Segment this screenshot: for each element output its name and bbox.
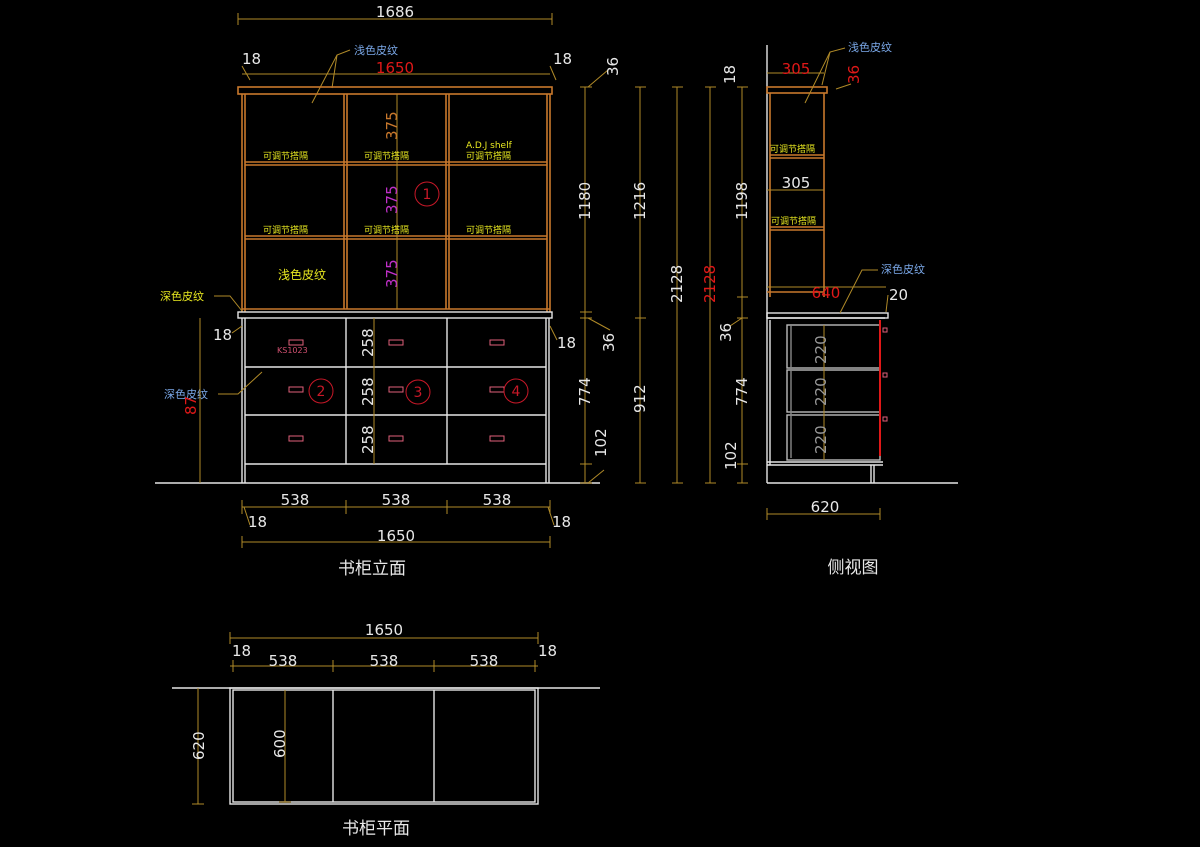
shelf-label: 可调节搭隔 — [466, 224, 511, 236]
dimension-label: 538 — [382, 491, 411, 509]
dimension-label: 1650 — [376, 59, 414, 77]
dimension-label: 774 — [733, 377, 751, 406]
dimension-label: 3 — [414, 385, 423, 401]
side-depth-dim: 620 — [766, 498, 881, 520]
dimension-label: 538 — [470, 652, 499, 670]
dimension-label: 774 — [576, 377, 594, 406]
dimension-label: 深色皮纹 — [160, 289, 204, 303]
side-view: 305 36 浅色皮纹 可调节搭隔 可调节搭隔 305 640 — [701, 40, 958, 578]
plan-view: 1650 18 18 538 538 538 620 600 书柜平面 — [172, 621, 600, 839]
dim-right-stack: 36 1180 36 774 102 1216 912 2128 — [576, 57, 686, 484]
dimension-label: 600 — [271, 729, 289, 758]
dimension-label: 620 — [190, 731, 208, 760]
marker-2: 2 — [308, 378, 334, 404]
side-drawer-height: 220 — [812, 377, 830, 406]
elevation-title: 书柜立面 — [338, 559, 406, 579]
side-view-title: 侧视图 — [828, 558, 879, 578]
drawer-height: 258 — [359, 377, 377, 406]
dimension-label: 18 — [242, 50, 261, 68]
shelf-label: 可调节搭隔 — [364, 150, 409, 162]
side-top-thick: 36 — [845, 65, 863, 84]
dimension-label: 36 — [604, 57, 622, 76]
dimension-label: 1216 — [631, 182, 649, 220]
dim-inner-width: 1650 18 18 — [241, 50, 572, 81]
dimension-label: 1 — [423, 187, 432, 203]
dimension-label: 18 — [232, 642, 251, 660]
marker-1: 1 — [414, 181, 440, 207]
side-upper — [766, 72, 828, 297]
drawer-height: 258 — [359, 425, 377, 454]
shelf-label-en: A.D.J shelf — [466, 141, 513, 151]
dimension-label: 18 — [552, 513, 571, 531]
dimension-label: 620 — [811, 498, 840, 516]
drawer-code: KS1023 — [277, 346, 308, 355]
leader-light-top: 浅色皮纹 — [311, 43, 398, 104]
dimension-label: 18 — [248, 513, 267, 531]
side-drawer-height: 220 — [812, 335, 830, 364]
dimension-label: 18 — [553, 50, 572, 68]
dimension-label: 538 — [269, 652, 298, 670]
dimension-label: 1650 — [365, 621, 403, 639]
plan-depth-dims: 620 600 — [190, 688, 291, 805]
upper-cabinet — [237, 86, 553, 312]
dimension-label: 87 — [182, 396, 200, 415]
dimension-label: 18 — [721, 65, 739, 84]
dimension-label: 4 — [512, 384, 521, 400]
marker-4: 4 — [503, 378, 529, 404]
dimension-label: 102 — [722, 441, 740, 470]
dim-left-height: 87 18 18 — [182, 318, 576, 483]
dimension-label: 18 — [538, 642, 557, 660]
dim-overall-width: 1686 — [237, 3, 553, 25]
side-left-dims: 2128 18 1198 36 774 102 — [701, 65, 751, 484]
shelf-label: 可调节搭隔 — [364, 224, 409, 236]
dimension-label: 2128 — [668, 265, 686, 303]
lower-cabinet — [155, 311, 600, 484]
dimension-label: 1180 — [576, 182, 594, 220]
elevation-view: 1686 1650 18 18 浅色皮纹 可调节搭隔 可调节搭隔 A.D.J s… — [155, 3, 686, 579]
dimension-label: 1650 — [377, 527, 415, 545]
dimension-label: 1198 — [733, 182, 751, 220]
dimension-label: 538 — [370, 652, 399, 670]
side-overhang: 20 — [889, 286, 908, 304]
shelf-label: 可调节搭隔 — [263, 224, 308, 236]
dim-bottom-widths: 538 538 538 18 18 1650 — [241, 491, 571, 548]
dimension-label: 深色皮纹 — [881, 262, 925, 276]
dimension-label: 912 — [631, 384, 649, 413]
leader-side-dark: 深色皮纹 — [839, 262, 925, 314]
plan-dims-top: 1650 18 18 538 538 538 — [229, 621, 557, 672]
dimension-label: 538 — [483, 491, 512, 509]
leader-side-light: 浅色皮纹 — [804, 40, 892, 104]
material-label: 浅色皮纹 — [278, 268, 326, 282]
leader-dark-left: 深色皮纹 — [160, 289, 243, 312]
dimension-label: 18 — [213, 326, 232, 344]
dimension-label: 36 — [600, 333, 618, 352]
dimension-label: 深色皮纹 — [164, 387, 208, 401]
dimension-label: 1686 — [376, 3, 414, 21]
side-mid-depth: 305 — [782, 174, 811, 192]
side-drawer-height: 220 — [812, 425, 830, 454]
marker-3: 3 — [405, 379, 431, 405]
dimension-label: 18 — [557, 334, 576, 352]
dimension-label: 浅色皮纹 — [848, 40, 892, 54]
side-lower — [766, 286, 958, 484]
upper-height: 375 — [383, 185, 401, 214]
upper-height: 375 — [383, 111, 401, 140]
side-slab-depth: 640 — [812, 284, 841, 302]
shelf-label: 可调节搭隔 — [263, 150, 308, 162]
side-top-depth: 305 — [782, 60, 811, 78]
dimension-label: 浅色皮纹 — [354, 43, 398, 57]
dimension-label: 538 — [281, 491, 310, 509]
shelf-label: 可调节搭隔 — [771, 215, 816, 227]
shelf-label: 可调节搭隔 — [466, 150, 511, 162]
drawer-height: 258 — [359, 328, 377, 357]
dimension-label: 2 — [317, 384, 326, 400]
dimension-label: 102 — [592, 428, 610, 457]
dimension-label: 2128 — [701, 265, 719, 303]
plan-title: 书柜平面 — [342, 819, 410, 839]
upper-height: 375 — [383, 259, 401, 288]
shelf-label: 可调节搭隔 — [770, 143, 815, 155]
dimension-label: 36 — [717, 323, 735, 342]
leader-dark-lower: 深色皮纹 — [164, 371, 263, 401]
